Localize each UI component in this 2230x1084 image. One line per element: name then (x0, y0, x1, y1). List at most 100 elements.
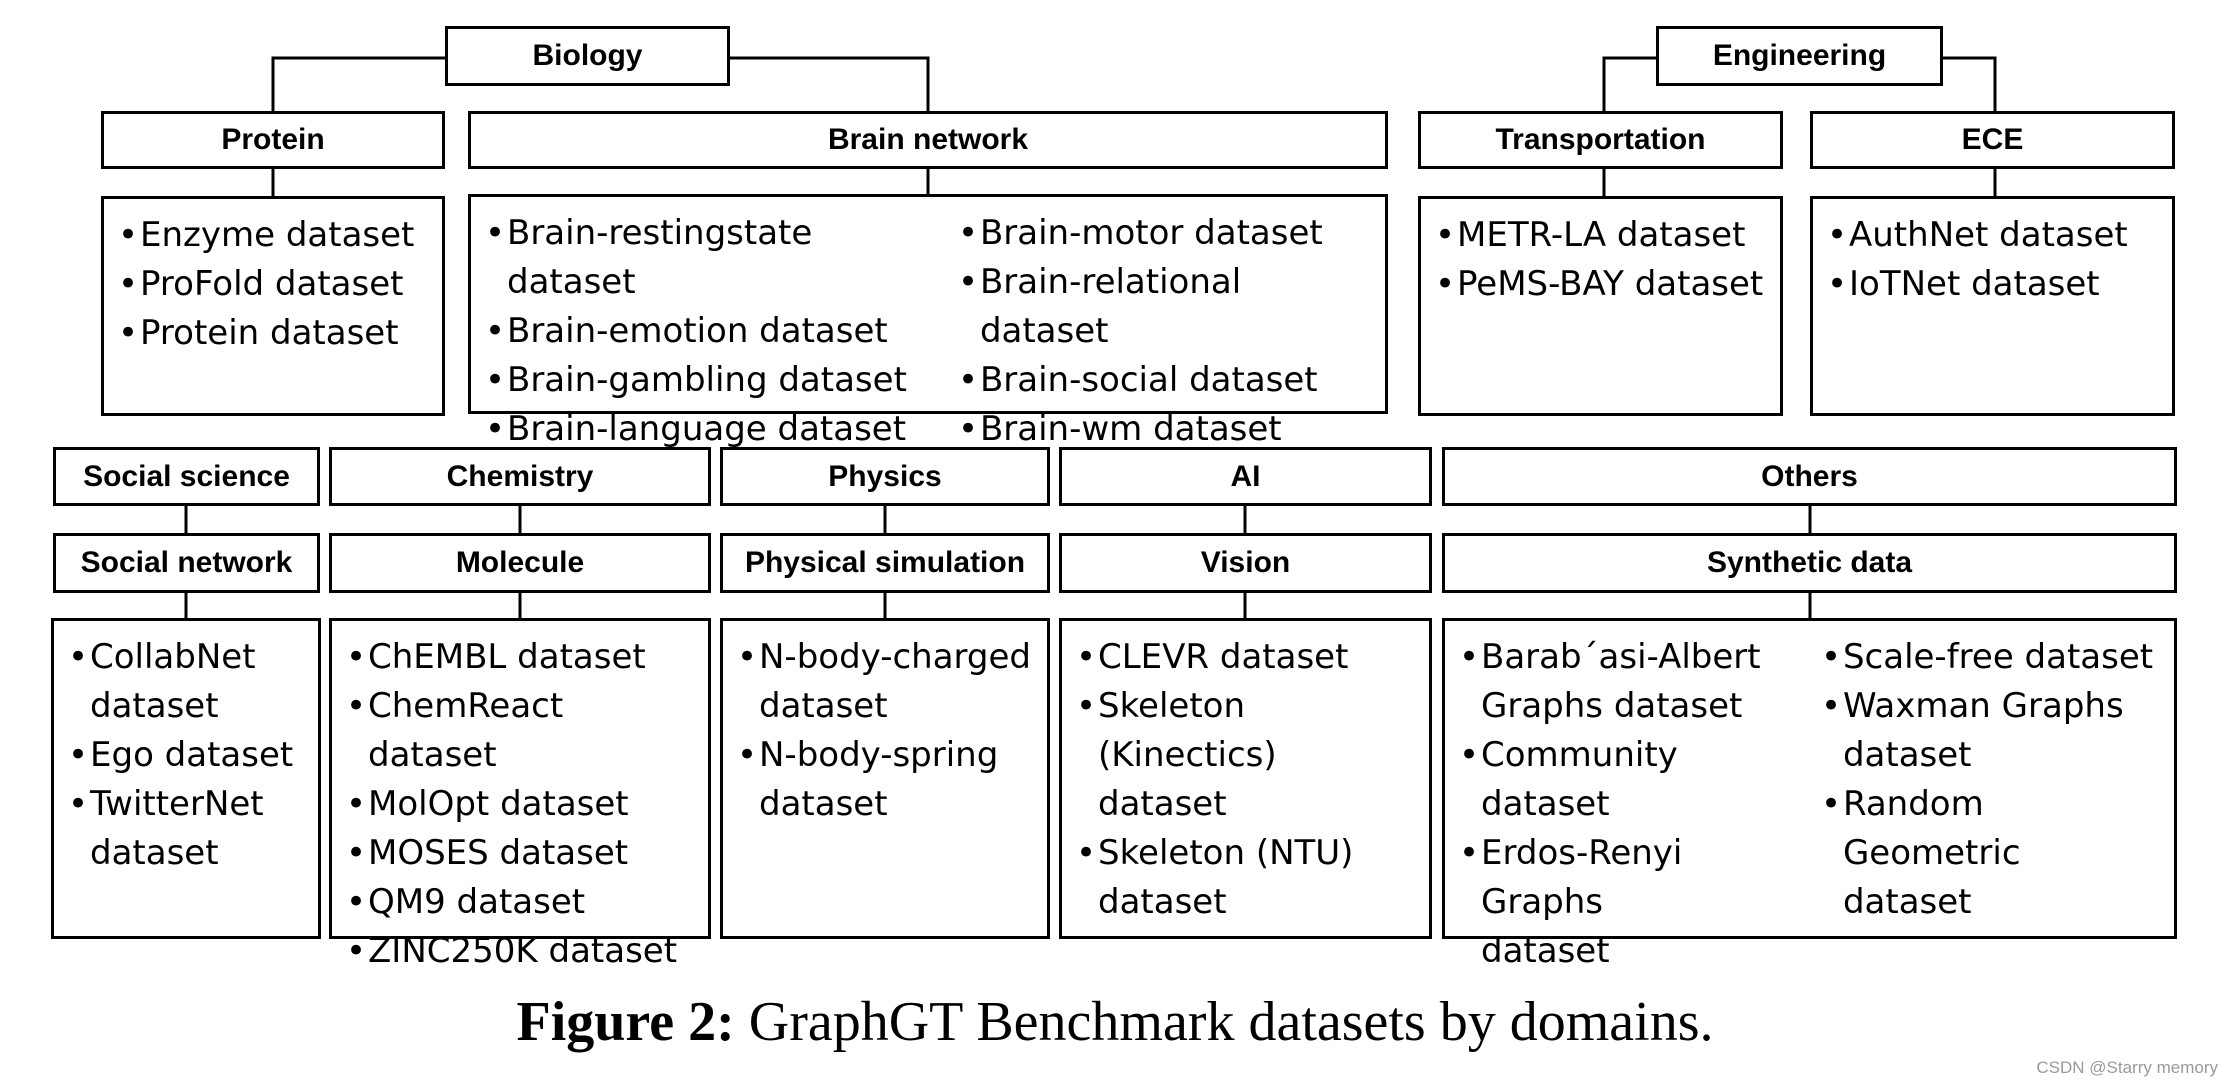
dataset-item: N-body-charged dataset (737, 633, 1041, 731)
connector-biology-protein (271, 56, 447, 118)
domain-others: Others (1442, 447, 2177, 506)
dataset-item: MOSES dataset (346, 829, 702, 878)
domain-biology: Biology (445, 26, 730, 86)
dataset-column: Scale-free datasetWaxman Graphs datasetR… (1813, 633, 2168, 976)
dataset-list: METR-LA datasetPeMS-BAY dataset (1435, 211, 1774, 309)
dataset-item: IoTNet dataset (1827, 260, 2166, 309)
dataset-list: Brain-motor datasetBrain-relational data… (958, 209, 1379, 454)
dataset-item: Random Geometric dataset (1821, 780, 2168, 927)
category-social-network: Social network (53, 533, 320, 593)
dataset-list: Enzyme datasetProFold datasetProtein dat… (118, 211, 436, 358)
dataset-item: Erdos-Renyi Graphs dataset (1459, 829, 1813, 976)
dataset-column: Barab´asi-Albert Graphs datasetCommunity… (1459, 633, 1813, 976)
dataset-column: Enzyme datasetProFold datasetProtein dat… (118, 211, 436, 358)
list-molecule: ChEMBL datasetChemReact datasetMolOpt da… (329, 618, 711, 976)
dataset-columns: METR-LA datasetPeMS-BAY dataset (1435, 211, 1774, 309)
list-vision: CLEVR datasetSkeleton (Kinectics) datase… (1059, 618, 1432, 939)
dataset-item: Protein dataset (118, 309, 436, 358)
dataset-item: Scale-free dataset (1821, 633, 2168, 682)
dataset-list: Brain-restingstate datasetBrain-emotion … (485, 209, 950, 454)
dataset-item: Waxman Graphs dataset (1821, 682, 2168, 780)
dataset-item: MolOpt dataset (346, 780, 702, 829)
figure-label: Figure 2: (516, 991, 735, 1053)
category-physical-simulation: Physical simulation (720, 533, 1050, 593)
dataset-item: Ego dataset (68, 731, 312, 780)
dataset-item: Brain-motor dataset (958, 209, 1379, 258)
domain-chemistry: Chemistry (329, 447, 711, 506)
dataset-item: Brain-gambling dataset (485, 356, 950, 405)
dataset-item: AuthNet dataset (1827, 211, 2166, 260)
category-synthetic-data: Synthetic data (1442, 533, 2177, 593)
dataset-item: Brain-social dataset (958, 356, 1379, 405)
dataset-list: N-body-charged datasetN-body-spring data… (737, 633, 1041, 829)
dataset-item: Brain-language dataset (485, 405, 950, 454)
list-physical-simulation: N-body-charged datasetN-body-spring data… (720, 618, 1050, 939)
dataset-list: AuthNet datasetIoTNet dataset (1827, 211, 2166, 309)
dataset-column: CLEVR datasetSkeleton (Kinectics) datase… (1076, 633, 1423, 927)
dataset-item: ProFold dataset (118, 260, 436, 309)
dataset-columns: AuthNet datasetIoTNet dataset (1827, 211, 2166, 309)
watermark: CSDN @Starry memory (2036, 1058, 2218, 1077)
dataset-item: ChemReact dataset (346, 682, 702, 780)
list-ece: AuthNet datasetIoTNet dataset (1810, 196, 2175, 416)
dataset-item: Barab´asi-Albert Graphs dataset (1459, 633, 1813, 731)
dataset-item: Community dataset (1459, 731, 1813, 829)
dataset-item: PeMS-BAY dataset (1435, 260, 1774, 309)
dataset-item: Brain-relational dataset (958, 258, 1379, 356)
dataset-item: CLEVR dataset (1076, 633, 1423, 682)
domain-ai: AI (1059, 447, 1432, 506)
category-brain-network: Brain network (468, 111, 1388, 169)
dataset-columns: CLEVR datasetSkeleton (Kinectics) datase… (1076, 633, 1423, 927)
dataset-columns: Enzyme datasetProFold datasetProtein dat… (118, 211, 436, 358)
category-vision: Vision (1059, 533, 1432, 593)
dataset-column: ChEMBL datasetChemReact datasetMolOpt da… (346, 633, 702, 976)
dataset-list: ChEMBL datasetChemReact datasetMolOpt da… (346, 633, 702, 976)
list-transportation: METR-LA datasetPeMS-BAY dataset (1418, 196, 1783, 416)
dataset-list: Barab´asi-Albert Graphs datasetCommunity… (1459, 633, 1813, 976)
list-synthetic-data: Barab´asi-Albert Graphs datasetCommunity… (1442, 618, 2177, 971)
list-brain-network: Brain-restingstate datasetBrain-emotion … (468, 194, 1388, 454)
dataset-list: CLEVR datasetSkeleton (Kinectics) datase… (1076, 633, 1423, 927)
connector-engineering-transportation (1602, 56, 1658, 112)
dataset-column: N-body-charged datasetN-body-spring data… (737, 633, 1041, 829)
connector-engineering-ece (1940, 56, 1997, 112)
dataset-column: Brain-restingstate datasetBrain-emotion … (485, 209, 950, 454)
connector-biology-brain (727, 56, 930, 113)
dataset-list: CollabNet datasetEgo datasetTwitterNet d… (68, 633, 312, 878)
dataset-item: ChEMBL dataset (346, 633, 702, 682)
dataset-column: METR-LA datasetPeMS-BAY dataset (1435, 211, 1774, 309)
domain-social-science: Social science (53, 447, 320, 506)
dataset-list: Scale-free datasetWaxman Graphs datasetR… (1821, 633, 2168, 927)
dataset-item: QM9 dataset (346, 878, 702, 927)
dataset-item: N-body-spring dataset (737, 731, 1041, 829)
dataset-item: Brain-wm dataset (958, 405, 1379, 454)
dataset-item: TwitterNet dataset (68, 780, 312, 878)
dataset-columns: Brain-restingstate datasetBrain-emotion … (485, 209, 1379, 454)
dataset-item: Skeleton (Kinectics) dataset (1076, 682, 1423, 829)
dataset-item: Brain-restingstate dataset (485, 209, 950, 307)
category-ece: ECE (1810, 111, 2175, 169)
category-molecule: Molecule (329, 533, 711, 593)
dataset-item: METR-LA dataset (1435, 211, 1774, 260)
domain-physics: Physics (720, 447, 1050, 506)
figure-caption-text: GraphGT Benchmark datasets by domains. (734, 991, 1714, 1053)
category-protein: Protein (101, 111, 445, 169)
dataset-item: Enzyme dataset (118, 211, 436, 260)
dataset-column: CollabNet datasetEgo datasetTwitterNet d… (68, 633, 312, 878)
domain-engineering: Engineering (1656, 26, 1943, 86)
dataset-column: AuthNet datasetIoTNet dataset (1827, 211, 2166, 309)
dataset-columns: CollabNet datasetEgo datasetTwitterNet d… (68, 633, 312, 878)
list-social-network: CollabNet datasetEgo datasetTwitterNet d… (51, 618, 321, 939)
dataset-columns: Barab´asi-Albert Graphs datasetCommunity… (1459, 633, 2168, 976)
category-transportation: Transportation (1418, 111, 1783, 169)
dataset-item: Brain-emotion dataset (485, 307, 950, 356)
dataset-item: ZINC250K dataset (346, 927, 702, 976)
dataset-item: Skeleton (NTU) dataset (1076, 829, 1423, 927)
list-protein: Enzyme datasetProFold datasetProtein dat… (101, 196, 445, 416)
dataset-item: CollabNet dataset (68, 633, 312, 731)
dataset-column: Brain-motor datasetBrain-relational data… (950, 209, 1379, 454)
dataset-columns: ChEMBL datasetChemReact datasetMolOpt da… (346, 633, 702, 976)
figure-caption: Figure 2: GraphGT Benchmark datasets by … (0, 990, 2230, 1054)
dataset-columns: N-body-charged datasetN-body-spring data… (737, 633, 1041, 829)
